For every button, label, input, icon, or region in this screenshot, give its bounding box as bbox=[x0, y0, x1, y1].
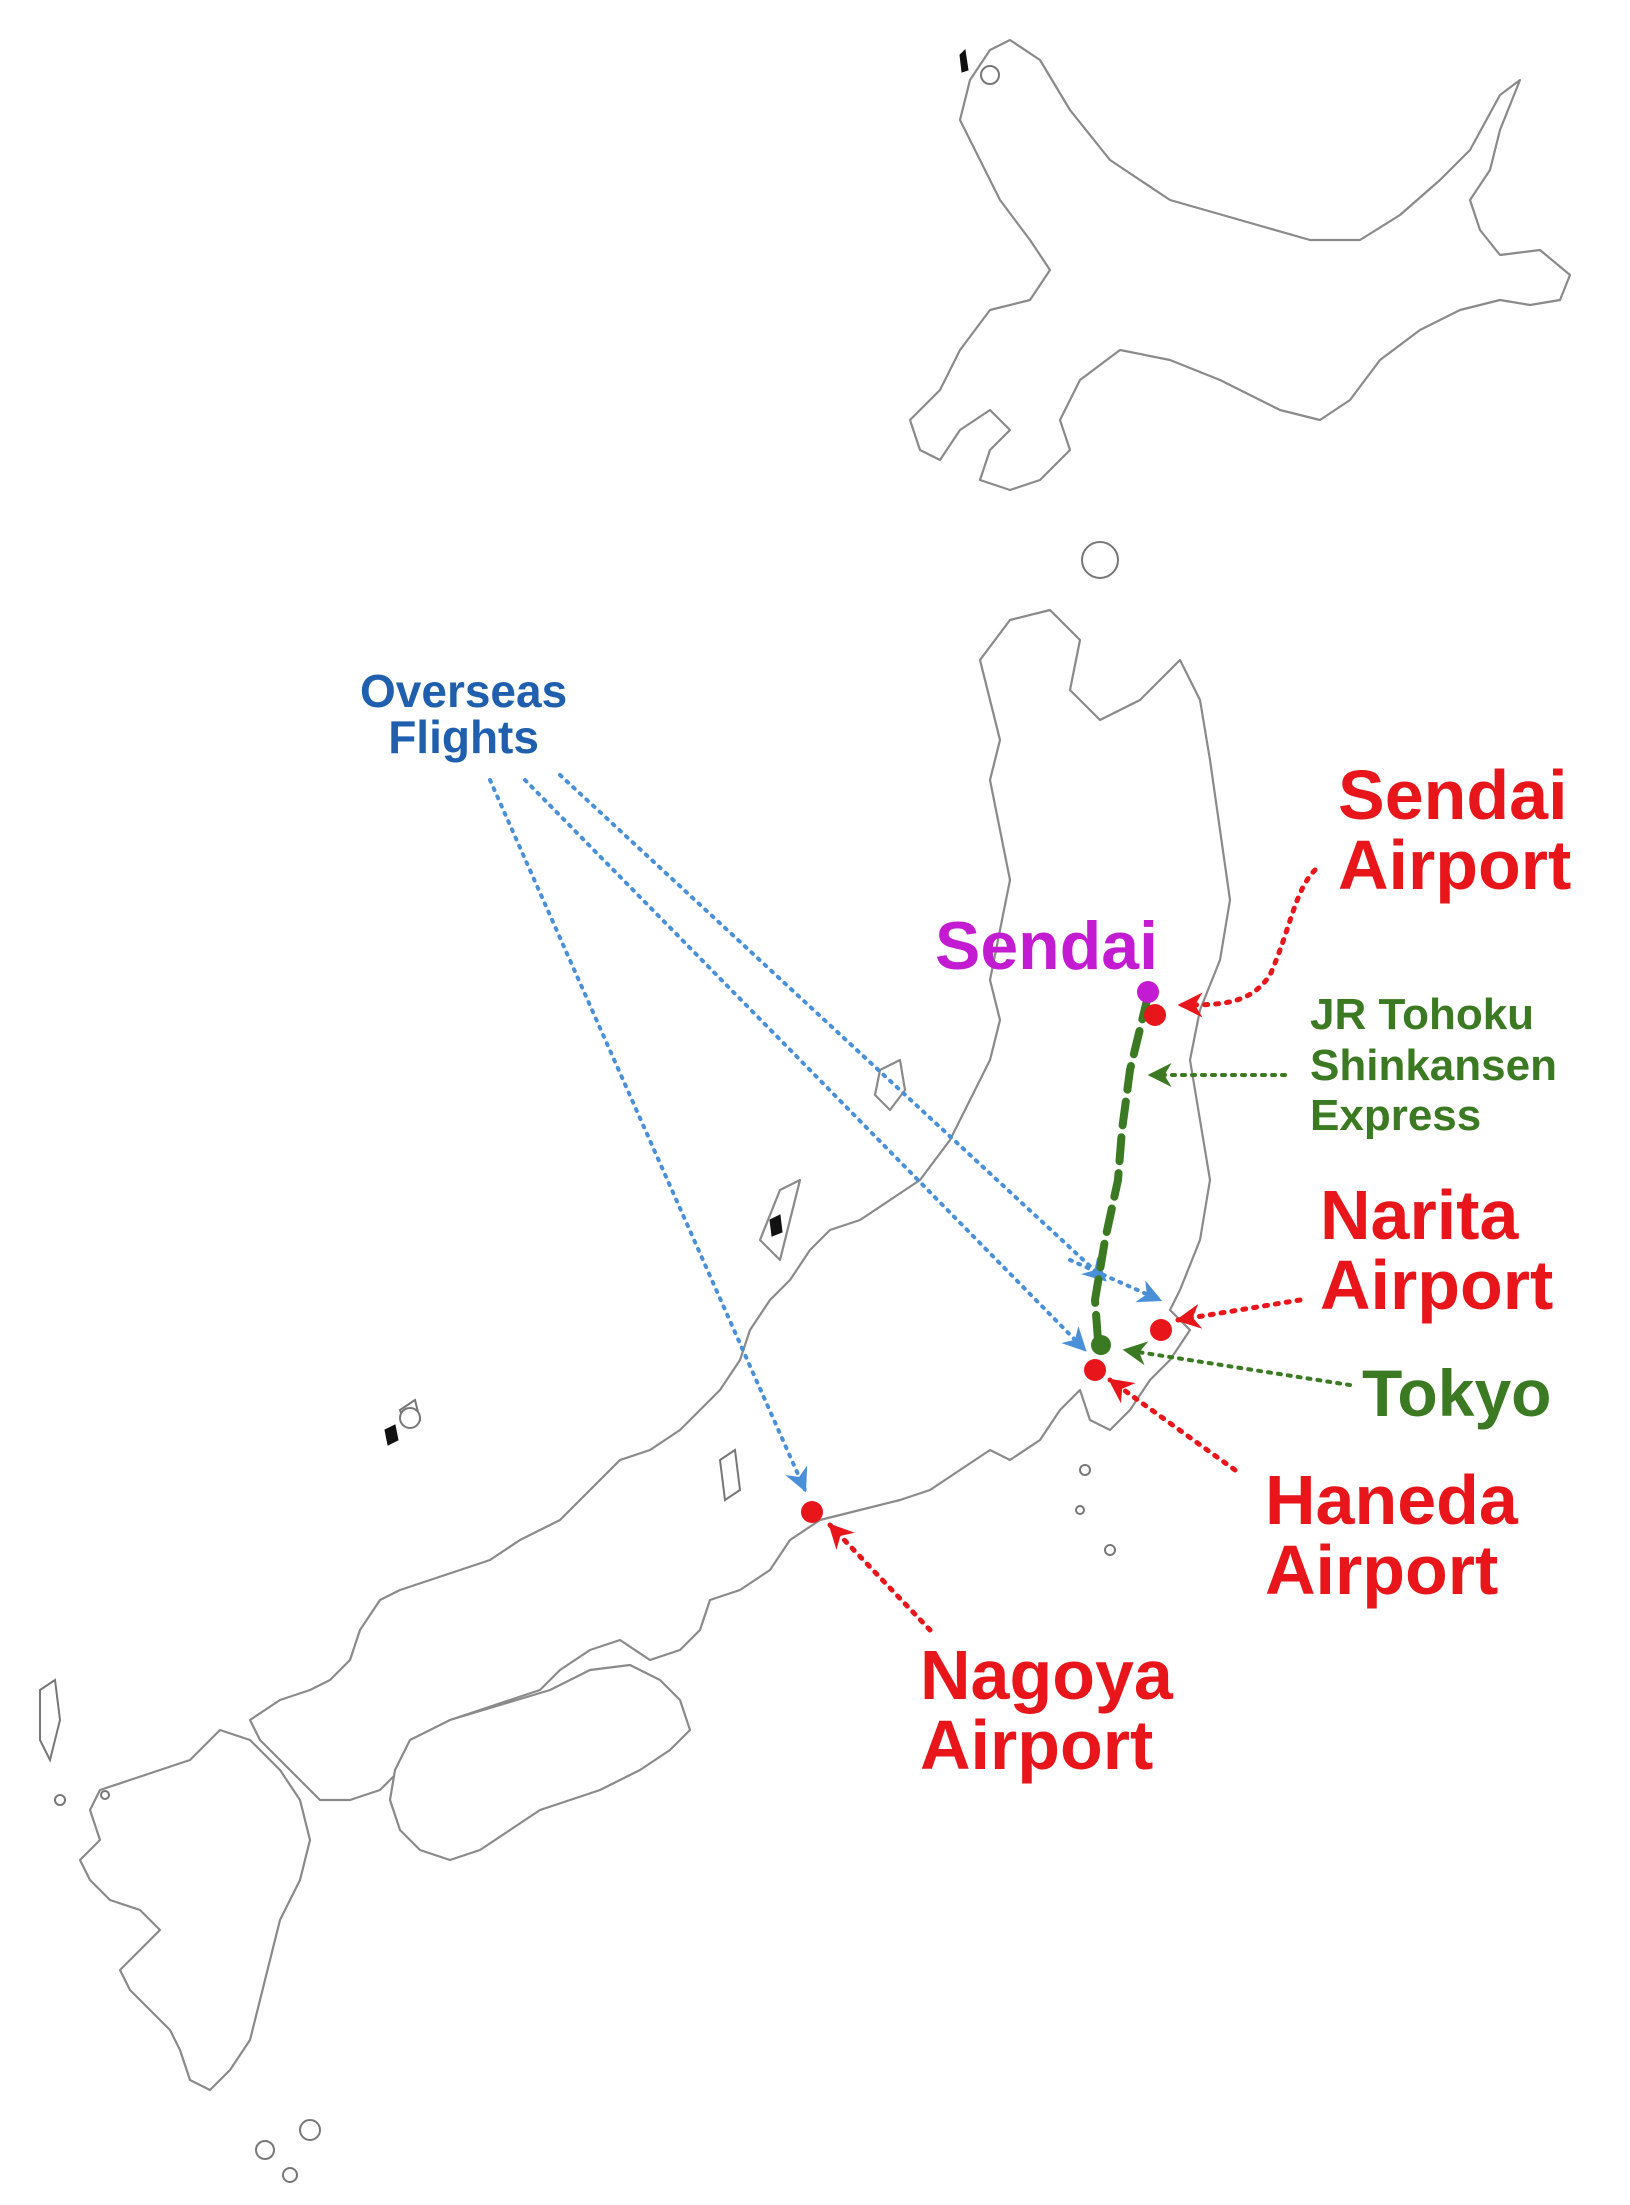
okushiri-island bbox=[1081, 541, 1119, 579]
goto-island-1 bbox=[54, 1794, 66, 1806]
yakushima-island bbox=[282, 2167, 298, 2183]
nagoya-airport-line-2: Airport bbox=[920, 1706, 1154, 1784]
dark-islet bbox=[384, 1424, 399, 1446]
tokyo-label: Tokyo bbox=[1362, 1356, 1552, 1430]
narita-airport-label: Narita Airport bbox=[1320, 1180, 1553, 1320]
izu-island-3 bbox=[1104, 1544, 1116, 1556]
sendai-airport-dot bbox=[1144, 1004, 1166, 1026]
nagoya-airport-label: Nagoya Airport bbox=[920, 1640, 1173, 1780]
tanegashima-island bbox=[255, 2140, 275, 2160]
shinkansen-route bbox=[1090, 992, 1152, 1344]
overseas-arrow-narita-2 bbox=[1068, 1258, 1163, 1303]
shinkansen-line-1: JR Tohoku bbox=[1310, 990, 1535, 1039]
overseas-arrow-nagoya bbox=[488, 778, 808, 1493]
southern-islet bbox=[299, 2119, 321, 2141]
hokkaido-outline bbox=[908, 38, 1572, 492]
goto-island-2 bbox=[100, 1790, 110, 1800]
sendai-city-dot bbox=[1137, 981, 1159, 1003]
sendai-airport-pointer bbox=[1177, 867, 1318, 1018]
shinkansen-label: JR Tohoku Shinkansen Express bbox=[1310, 990, 1557, 1142]
nagoya-airport-dot bbox=[801, 1501, 823, 1523]
oki-island-2 bbox=[399, 1407, 421, 1429]
dark-islet bbox=[769, 1214, 783, 1237]
overseas-flights-label: Overseas Flights bbox=[360, 668, 567, 760]
awaji-island bbox=[718, 1448, 742, 1502]
tokyo-pointer bbox=[1122, 1341, 1352, 1387]
rebun-island bbox=[959, 48, 969, 73]
shinkansen-line-2: Shinkansen bbox=[1310, 1040, 1557, 1090]
izu-island-1 bbox=[1079, 1464, 1091, 1476]
overseas-line-1: Overseas bbox=[360, 665, 568, 717]
haneda-airport-pointer bbox=[1107, 1377, 1238, 1473]
tokyo-dot bbox=[1091, 1335, 1111, 1355]
haneda-airport-line-2: Airport bbox=[1265, 1531, 1499, 1609]
nagoya-airport-pointer bbox=[827, 1522, 933, 1633]
rishiri-island bbox=[980, 65, 1000, 85]
honshu-outline bbox=[248, 608, 1232, 1802]
narita-airport-dot bbox=[1150, 1319, 1172, 1341]
overseas-arrow-haneda bbox=[523, 778, 1087, 1352]
shinkansen-line-3: Express bbox=[1310, 1091, 1482, 1141]
sado-island-outline bbox=[873, 1058, 907, 1112]
haneda-airport-label: Haneda Airport bbox=[1265, 1465, 1518, 1605]
sendai-airport-line-2: Airport bbox=[1338, 826, 1572, 904]
izu-island-2 bbox=[1075, 1505, 1085, 1515]
sendai-airport-label: Sendai Airport bbox=[1338, 760, 1571, 900]
narita-airport-line-2: Airport bbox=[1320, 1246, 1554, 1324]
kyushu-outline bbox=[78, 1728, 312, 2092]
sendai-city-label: Sendai bbox=[935, 908, 1158, 984]
haneda-airport-dot bbox=[1084, 1359, 1106, 1381]
nagoya-airport-line-1: Nagoya bbox=[920, 1636, 1173, 1714]
tsushima-island bbox=[39, 1678, 62, 1763]
haneda-airport-line-1: Haneda bbox=[1265, 1461, 1518, 1539]
narita-airport-line-1: Narita bbox=[1320, 1176, 1519, 1254]
overseas-arrow-narita-1 bbox=[558, 773, 1107, 1282]
overseas-line-2: Flights bbox=[388, 711, 539, 763]
narita-airport-pointer bbox=[1175, 1297, 1303, 1329]
shikoku-outline bbox=[388, 1663, 692, 1862]
sendai-airport-line-1: Sendai bbox=[1338, 756, 1568, 834]
